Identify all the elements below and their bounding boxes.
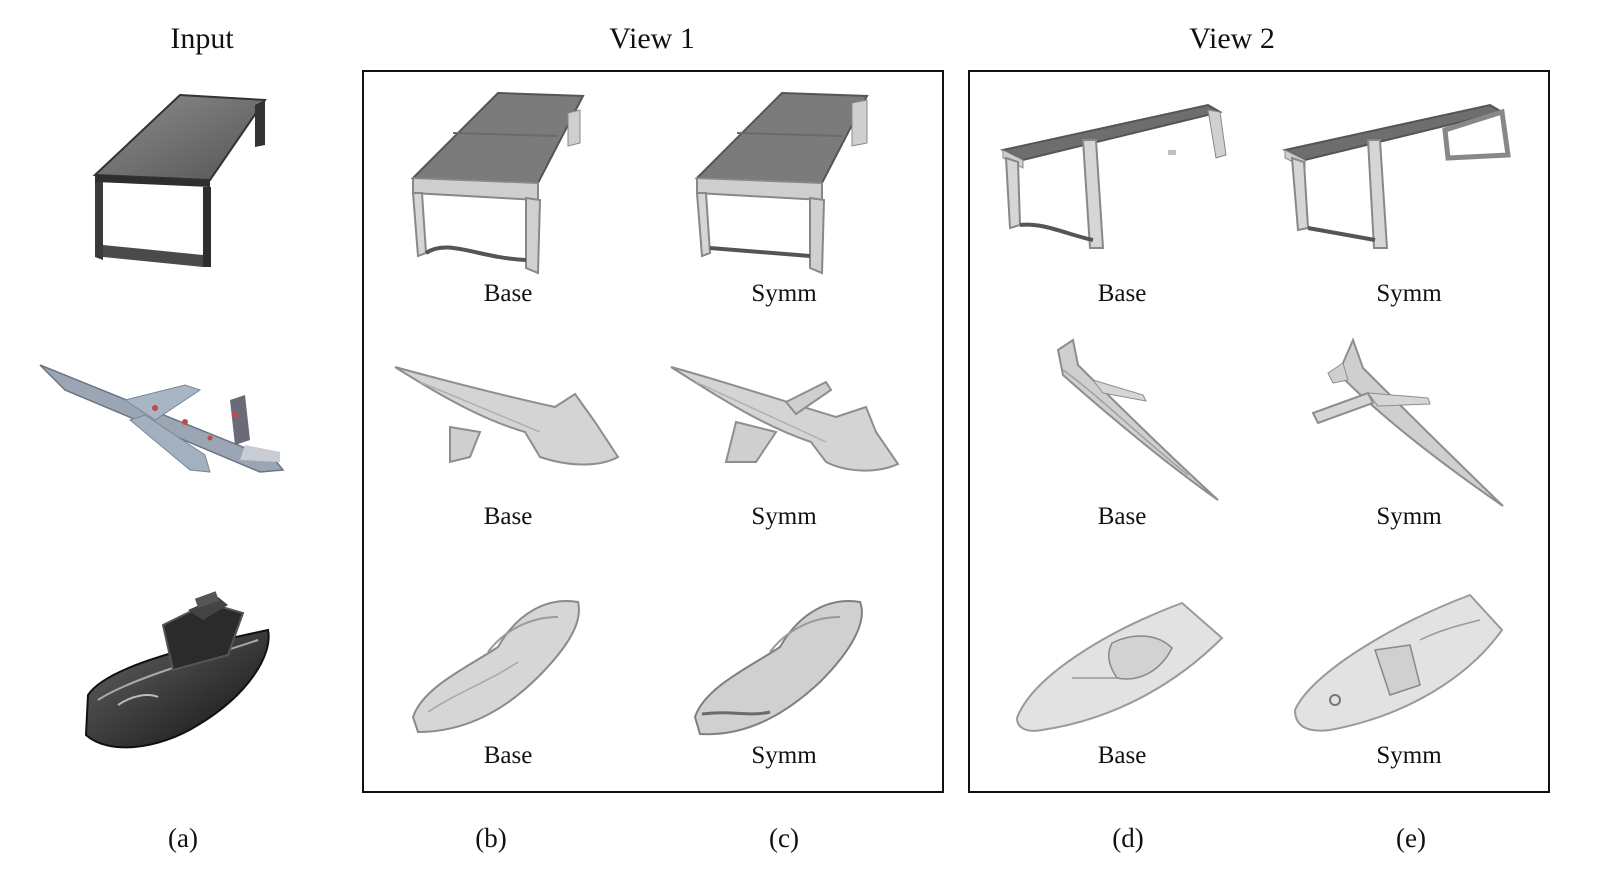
view1-symm-airplane-mesh	[670, 366, 900, 472]
header-view-1: View 1	[609, 22, 695, 55]
view1-symm-table-mesh	[694, 91, 869, 275]
view2-base-label-row3: Base	[1097, 742, 1147, 769]
view2-symm-table-mesh	[1282, 103, 1511, 249]
subfigure-label-c: (c)	[769, 823, 799, 853]
view1-base-label-row3: Base	[483, 742, 533, 769]
view-2-panel	[968, 70, 1550, 793]
view1-base-label-row1: Base	[483, 280, 533, 307]
view2-base-table-mesh	[1000, 103, 1227, 249]
view2-base-boat-mesh	[1015, 601, 1224, 732]
input-boat-image	[84, 591, 270, 749]
view2-base-label-row1: Base	[1097, 280, 1147, 307]
subfigure-label-d: (d)	[1112, 823, 1144, 853]
view1-base-table-mesh	[410, 91, 585, 275]
view2-base-label-row2: Base	[1097, 503, 1147, 530]
view2-symm-label-row3: Symm	[1376, 742, 1442, 769]
header-view-2: View 2	[1189, 22, 1275, 55]
view-1-panel	[362, 70, 944, 793]
view2-symm-label-row2: Symm	[1376, 503, 1442, 530]
header-input: Input	[170, 22, 234, 55]
subfigure-label-e: (e)	[1396, 823, 1426, 853]
input-airplane-image	[39, 364, 285, 473]
subfigure-label-b: (b)	[475, 823, 507, 853]
subfigure-label-a: (a)	[168, 823, 198, 853]
view1-symm-boat-mesh	[693, 600, 863, 736]
view1-symm-label-row3: Symm	[751, 742, 817, 769]
view2-symm-label-row1: Symm	[1376, 280, 1442, 307]
view1-base-boat-mesh	[411, 600, 580, 734]
view2-symm-airplane-mesh	[1311, 337, 1504, 507]
view1-base-airplane-mesh	[394, 366, 620, 466]
view2-base-airplane-mesh	[1056, 338, 1219, 501]
view1-base-label-row2: Base	[483, 503, 533, 530]
view1-symm-label-row2: Symm	[751, 503, 817, 530]
view2-symm-boat-mesh	[1293, 593, 1504, 732]
view1-symm-label-row1: Symm	[751, 280, 817, 307]
input-table-image	[92, 93, 267, 267]
